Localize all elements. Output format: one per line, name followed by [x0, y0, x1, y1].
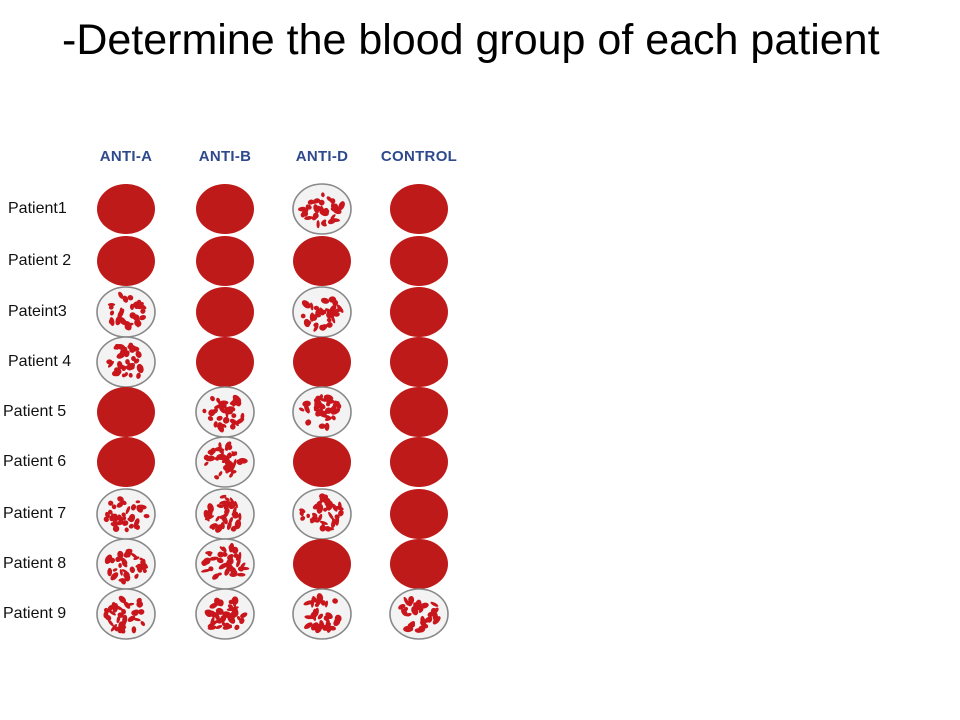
patient-label: Patient 2	[8, 252, 72, 269]
well-agglutinated	[96, 538, 156, 590]
well-solid	[196, 184, 254, 234]
patient-label: Patient 9	[3, 605, 67, 622]
patient-label: Patient1	[8, 200, 67, 217]
well-solid	[390, 287, 448, 337]
well-agglutinated	[96, 488, 156, 540]
well-agglutinated	[389, 588, 449, 640]
well-solid	[97, 387, 155, 437]
well-solid	[293, 337, 351, 387]
patient-label: Patient 7	[3, 505, 67, 522]
well-agglutinated	[96, 588, 156, 640]
well-solid	[293, 539, 351, 589]
patient-label: Patient 6	[3, 453, 67, 470]
well-solid	[390, 437, 448, 487]
well-solid	[196, 337, 254, 387]
column-header-anti-d: ANTI-D	[295, 148, 349, 165]
well-agglutinated	[292, 588, 352, 640]
well-solid	[97, 437, 155, 487]
well-solid	[196, 236, 254, 286]
well-agglutinated	[96, 286, 156, 338]
well-agglutinated	[292, 286, 352, 338]
patient-label: Pateint3	[8, 303, 67, 320]
well-solid	[390, 184, 448, 234]
patient-label: Patient 4	[8, 353, 72, 370]
patient-label: Patient 5	[3, 403, 67, 420]
well-solid	[97, 184, 155, 234]
well-solid	[390, 489, 448, 539]
patient-label: Patient 8	[3, 555, 67, 572]
well-agglutinated	[195, 538, 255, 590]
well-solid	[390, 539, 448, 589]
well-solid	[97, 236, 155, 286]
column-header-anti-a: ANTI-A	[99, 148, 153, 165]
well-agglutinated	[195, 488, 255, 540]
well-solid	[390, 337, 448, 387]
column-header-anti-b: ANTI-B	[198, 148, 252, 165]
well-solid	[293, 236, 351, 286]
well-agglutinated	[292, 386, 352, 438]
well-agglutinated	[195, 386, 255, 438]
well-agglutinated	[195, 588, 255, 640]
well-solid	[293, 437, 351, 487]
well-agglutinated	[195, 436, 255, 488]
well-solid	[390, 387, 448, 437]
page-title: -Determine the blood group of each patie…	[62, 16, 880, 64]
well-agglutinated	[292, 488, 352, 540]
column-header-control: CONTROL	[380, 148, 458, 165]
well-solid	[390, 236, 448, 286]
well-agglutinated	[96, 336, 156, 388]
well-solid	[196, 287, 254, 337]
well-agglutinated	[292, 183, 352, 235]
